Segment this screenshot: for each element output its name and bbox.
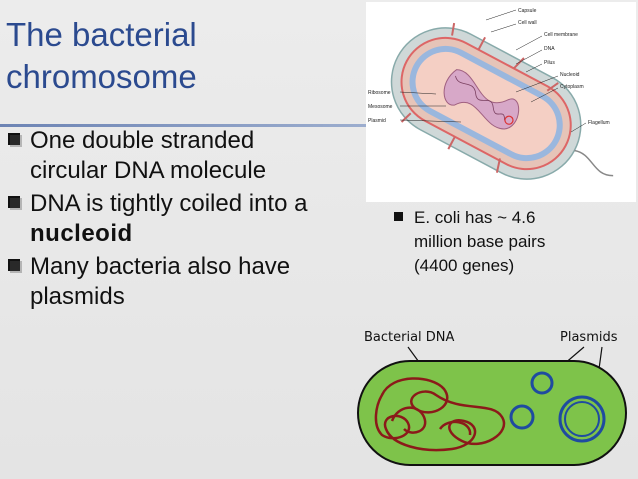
bullet-item: One double stranded circular DNA molecul…	[4, 126, 374, 186]
bullet-text: Many bacteria also have	[30, 253, 291, 280]
bullet-list: One double stranded circular DNA molecul…	[4, 126, 374, 315]
square-bullet-icon	[394, 212, 403, 221]
side-bullet-text: E. coli has ~ 4.6	[414, 208, 536, 227]
title-line-1: The bacterial	[6, 16, 197, 53]
label-capsule: Capsule	[518, 8, 537, 14]
cell-labels: Capsule Cell wall Cell membrane DNA Pilu…	[368, 8, 610, 133]
slide-title: The bacterial chromosome	[6, 14, 306, 98]
label-plasmids: Plasmids	[560, 330, 618, 345]
square-bullet-icon	[8, 196, 22, 210]
label-mesosome: Mesosome	[368, 104, 393, 110]
flagellum-shape	[574, 149, 614, 177]
label-cell-wall: Cell wall	[518, 20, 537, 26]
label-flagellum: Flagellum	[588, 120, 610, 126]
bacterium-body	[357, 360, 627, 466]
bullet-item: DNA is tightly coiled into a nucleoid	[4, 189, 374, 249]
title-divider	[0, 124, 388, 127]
label-pilus: Pilus	[544, 60, 555, 66]
bacterial-dna-coil	[374, 377, 506, 452]
bullet-bold-text: nucleoid	[30, 220, 133, 247]
side-bullet: E. coli has ~ 4.6 million base pairs (44…	[390, 206, 638, 278]
square-bullet-icon	[8, 259, 22, 273]
dna-coil	[455, 75, 505, 121]
bullet-text: plasmids	[30, 283, 125, 310]
label-cell-membrane: Cell membrane	[544, 32, 578, 38]
label-cytoplasm: Cytoplasm	[560, 84, 584, 90]
title-line-2: chromosome	[6, 58, 197, 95]
plasmid-small	[509, 404, 535, 430]
bacterial-cell-diagram: Capsule Cell wall Cell membrane DNA Pilu…	[366, 2, 636, 202]
bullet-text: One double stranded	[30, 127, 255, 154]
label-plasmid: Plasmid	[368, 118, 386, 124]
square-bullet-icon	[8, 133, 22, 147]
plasmid-shape	[504, 115, 514, 125]
side-bullet-text: million base pairs	[414, 232, 546, 251]
plasmid-large	[558, 395, 606, 443]
side-bullet-text: (4400 genes)	[414, 256, 515, 275]
label-nucleoid: Nucleoid	[560, 72, 580, 78]
label-ribosome: Ribosome	[368, 90, 391, 96]
dna-plasmid-diagram: Bacterial DNA Plasmids	[357, 330, 627, 466]
bullet-text: DNA is tightly coiled into a	[30, 190, 308, 217]
label-bacterial-dna: Bacterial DNA	[364, 330, 455, 345]
label-dna: DNA	[544, 46, 555, 52]
bullet-item: Many bacteria also have plasmids	[4, 252, 374, 312]
bullet-text: circular DNA molecule	[30, 157, 267, 184]
plasmid-large-inner	[564, 401, 600, 437]
plasmid-small	[530, 371, 554, 395]
